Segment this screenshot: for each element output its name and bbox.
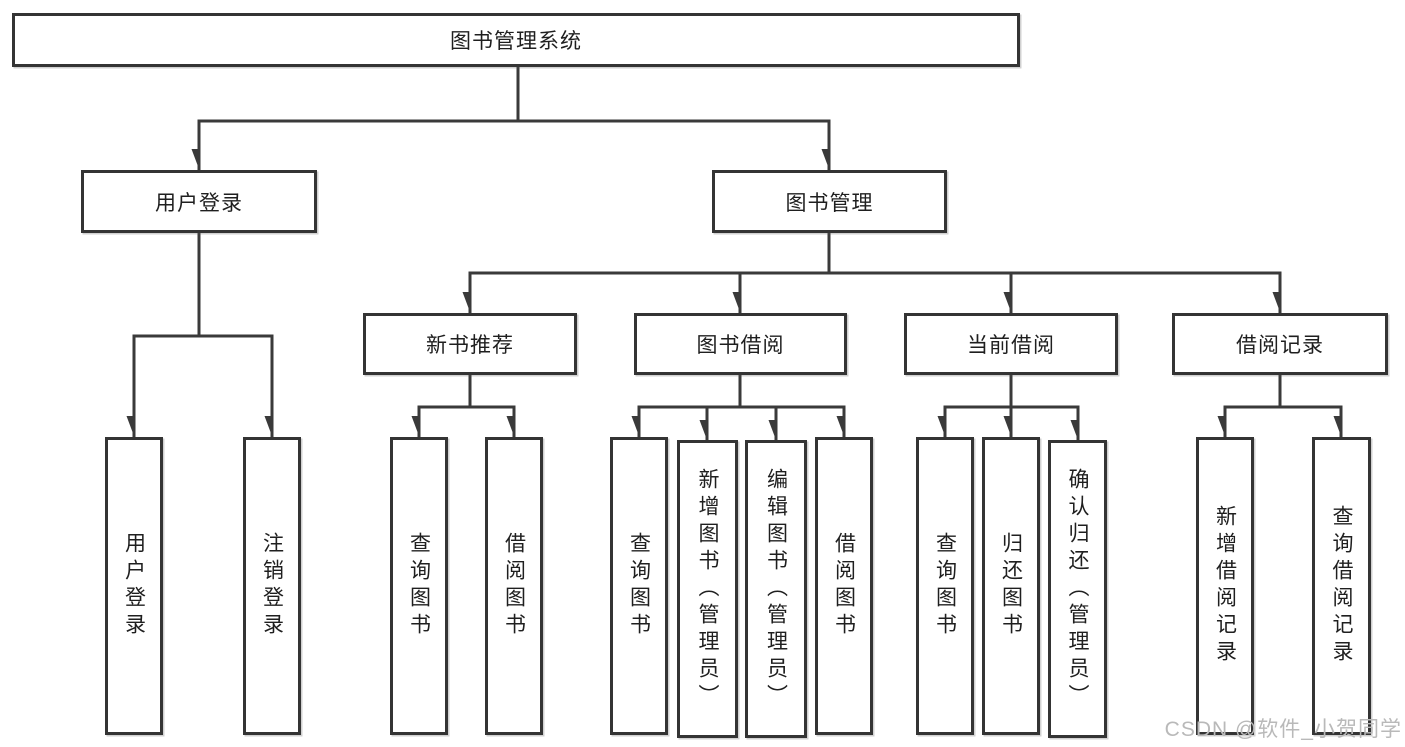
node-leaf-bb-add-label: 新增图书（管理员） bbox=[696, 467, 719, 711]
connector-root-to-level2 bbox=[199, 65, 831, 171]
node-book-borrow: 图书借阅 bbox=[634, 313, 847, 375]
node-leaf-cb-return: 归还图书 bbox=[982, 437, 1040, 735]
node-leaf-user-login: 用户登录 bbox=[105, 437, 163, 735]
node-leaf-nb-query: 查询图书 bbox=[390, 437, 448, 735]
node-book-mgmt-label: 图书管理 bbox=[785, 191, 874, 215]
node-leaf-cb-confirm-label: 确认归还（管理员） bbox=[1066, 467, 1089, 711]
node-leaf-nb-query-label: 查询图书 bbox=[407, 532, 431, 640]
node-borrow-records: 借阅记录 bbox=[1172, 313, 1388, 375]
node-user-login-label: 用户登录 bbox=[155, 191, 243, 215]
csdn-watermark: CSDN @软件_小贺同学 bbox=[1164, 718, 1402, 741]
connector-user-login-to-leaves bbox=[134, 231, 274, 438]
node-root-label: 图书管理系统 bbox=[450, 30, 582, 53]
node-current-borrow-label: 当前借阅 bbox=[967, 334, 1055, 357]
node-current-borrow: 当前借阅 bbox=[904, 313, 1118, 375]
node-borrow-records-label: 借阅记录 bbox=[1236, 334, 1324, 357]
node-leaf-logout: 注销登录 bbox=[243, 437, 301, 735]
node-leaf-logout-label: 注销登录 bbox=[260, 532, 284, 640]
connector-borrow-records-to-leaves bbox=[1225, 373, 1343, 438]
connector-book-borrow-to-leaves bbox=[639, 373, 846, 442]
node-leaf-user-login-label: 用户登录 bbox=[122, 532, 146, 640]
node-leaf-nb-borrow: 借阅图书 bbox=[485, 437, 543, 735]
node-root: 图书管理系统 bbox=[12, 13, 1020, 67]
node-leaf-bb-borrow-label: 借阅图书 bbox=[832, 532, 856, 640]
connector-new-book-rec-to-leaves bbox=[419, 373, 516, 438]
node-book-borrow-label: 图书借阅 bbox=[696, 334, 785, 357]
node-leaf-nb-borrow-label: 借阅图书 bbox=[502, 532, 526, 640]
node-user-login: 用户登录 bbox=[81, 170, 317, 233]
node-new-book-rec-label: 新书推荐 bbox=[426, 334, 514, 357]
node-leaf-cb-return-label: 归还图书 bbox=[999, 532, 1023, 640]
node-leaf-bb-add: 新增图书（管理员） bbox=[677, 440, 738, 738]
node-leaf-br-add-label: 新增借阅记录 bbox=[1213, 505, 1237, 667]
node-leaf-cb-confirm: 确认归还（管理员） bbox=[1048, 440, 1107, 738]
connector-current-borrow-to-leaves bbox=[945, 373, 1080, 442]
node-leaf-bb-query-label: 查询图书 bbox=[627, 532, 651, 640]
node-leaf-bb-edit-label: 编辑图书（管理员） bbox=[764, 467, 788, 711]
connector-book-mgmt-to-level3 bbox=[470, 231, 1282, 314]
node-leaf-bb-borrow: 借阅图书 bbox=[815, 437, 873, 735]
node-leaf-br-add: 新增借阅记录 bbox=[1196, 437, 1254, 735]
node-leaf-br-query-label: 查询借阅记录 bbox=[1330, 505, 1353, 667]
node-book-mgmt: 图书管理 bbox=[712, 170, 947, 233]
node-leaf-cb-query-label: 查询图书 bbox=[933, 532, 957, 640]
node-new-book-rec: 新书推荐 bbox=[363, 313, 577, 375]
node-leaf-bb-query: 查询图书 bbox=[610, 437, 668, 735]
node-leaf-br-query: 查询借阅记录 bbox=[1312, 437, 1371, 735]
node-leaf-cb-query: 查询图书 bbox=[916, 437, 974, 735]
node-leaf-bb-edit: 编辑图书（管理员） bbox=[745, 440, 807, 738]
